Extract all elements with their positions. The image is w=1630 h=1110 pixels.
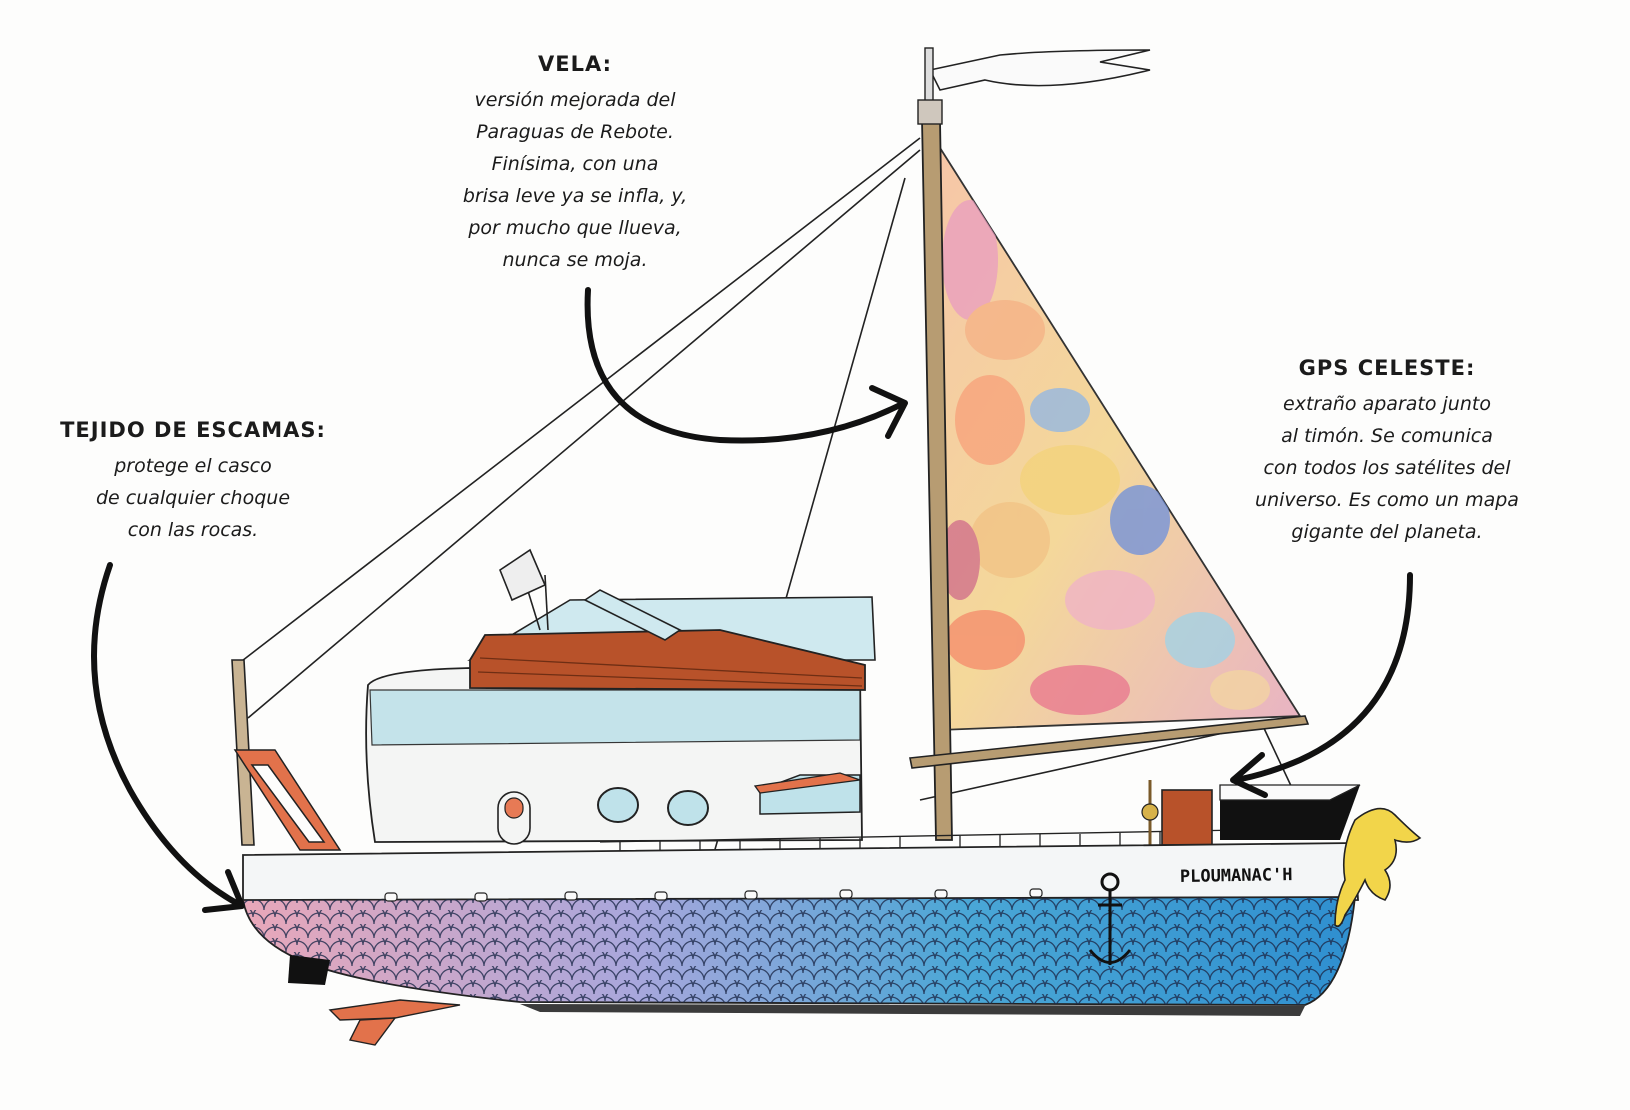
vela-title: VELA: bbox=[537, 52, 613, 76]
sail bbox=[934, 136, 1302, 731]
vela-line: por mucho que llueva, bbox=[468, 217, 682, 239]
vela-arrowhead bbox=[869, 385, 908, 439]
radar-antenna bbox=[499, 548, 682, 641]
vela-line: nunca se moja. bbox=[502, 249, 648, 271]
gps-arrow bbox=[1232, 572, 1413, 783]
vela-line: Finísima, con una bbox=[491, 153, 659, 175]
vela-line: brisa leve ya se infla, y, bbox=[462, 185, 688, 207]
vela-annotation: VELA: versión mejorada del Paraguas de R… bbox=[430, 52, 720, 276]
vela-line: versión mejorada del bbox=[474, 89, 676, 111]
anchor-icon bbox=[1088, 872, 1132, 965]
gps-annotation: GPS CELESTE: extraño aparato junto al ti… bbox=[1232, 356, 1542, 548]
rudder bbox=[288, 955, 461, 1046]
tejido-line: de cualquier choque bbox=[95, 487, 291, 509]
figurehead-horse bbox=[1334, 807, 1422, 928]
gps-line: extraño aparato junto bbox=[1283, 393, 1491, 415]
boat-name: PLOUMANAC'H bbox=[1180, 865, 1293, 887]
annotation-arrows bbox=[91, 287, 1413, 913]
gps-line: universo. Es como un mapa bbox=[1255, 489, 1519, 511]
gps-line: con todos los satélites del bbox=[1263, 457, 1511, 479]
cabin bbox=[365, 596, 876, 845]
tejido-title: TEJIDO DE ESCAMAS: bbox=[60, 418, 326, 442]
gps-device bbox=[1141, 780, 1361, 846]
tejido-arrow bbox=[91, 562, 243, 908]
mast bbox=[909, 99, 1310, 841]
hull-rivets bbox=[384, 888, 1043, 902]
gps-title: GPS CELESTE: bbox=[1298, 356, 1476, 380]
mast-flag bbox=[924, 47, 1151, 109]
tejido-arrowhead bbox=[202, 869, 245, 913]
gps-arrowhead bbox=[1230, 752, 1268, 798]
hull-scales bbox=[241, 896, 1357, 1016]
gps-line: gigante del planeta. bbox=[1291, 521, 1483, 543]
ladder bbox=[233, 749, 342, 851]
vela-line: Paraguas de Rebote. bbox=[476, 121, 674, 143]
tejido-annotation: TEJIDO DE ESCAMAS: protege el casco de c… bbox=[48, 418, 338, 546]
tejido-line: protege el casco bbox=[114, 455, 272, 477]
gps-line: al timón. Se comunica bbox=[1281, 425, 1493, 447]
hull-upper-band bbox=[242, 842, 1359, 904]
tejido-line: con las rocas. bbox=[127, 519, 259, 541]
vela-arrow bbox=[584, 287, 903, 444]
